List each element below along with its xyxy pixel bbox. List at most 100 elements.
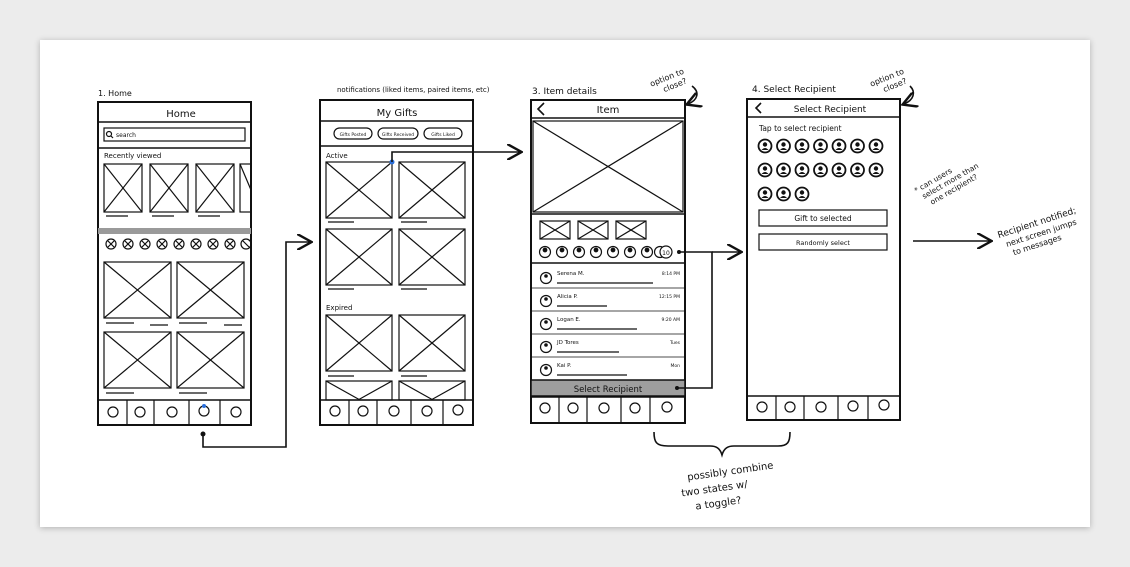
message-sender: Serena M. xyxy=(557,271,585,277)
combine-brace xyxy=(653,431,791,458)
recipient-avatar[interactable] xyxy=(757,162,773,178)
message-row[interactable]: JD Tores Tues xyxy=(531,340,685,358)
home-search-field[interactable]: search xyxy=(103,127,246,142)
home-caption: 1. Home xyxy=(98,89,132,98)
svg-text:possibly combine: possibly combine xyxy=(687,460,775,483)
active-gifts-grid[interactable] xyxy=(325,159,466,290)
home-screen: 1. Home Home search Recently viewed xyxy=(97,89,310,448)
more-users-count[interactable]: 10 xyxy=(662,250,670,257)
recipient-avatar[interactable] xyxy=(831,162,847,178)
message-sender: Logan E. xyxy=(557,317,581,323)
note-combine-states: possibly combine two states w/ a toggle? xyxy=(681,460,775,512)
message-time: 12:15 PM xyxy=(659,294,680,300)
message-time: Tues xyxy=(669,340,681,346)
filter-chip-received[interactable]: Gifts Received xyxy=(382,132,414,138)
recipient-back-icon[interactable] xyxy=(754,102,762,114)
expired-gifts-grid[interactable] xyxy=(325,314,466,401)
recipient-avatar[interactable] xyxy=(776,186,791,202)
recipient-avatar[interactable] xyxy=(776,138,791,154)
user-avatar-icon xyxy=(539,340,553,354)
item-tab-bar[interactable] xyxy=(531,396,685,423)
message-row[interactable]: Kai P. Mon xyxy=(531,363,685,381)
message-row[interactable]: Serena M. 8:14 PM xyxy=(531,271,685,289)
home-tab-bar[interactable] xyxy=(98,399,251,425)
section-divider xyxy=(98,228,251,234)
message-time: 9:20 AM xyxy=(662,317,681,323)
select-recipient-button[interactable]: Select Recipient xyxy=(530,379,686,397)
recipient-avatar[interactable] xyxy=(794,138,810,154)
gifts-title: My Gifts xyxy=(377,108,418,119)
active-section-label: Active xyxy=(326,152,348,160)
recipient-avatar[interactable] xyxy=(757,186,773,202)
message-sender: JD Tores xyxy=(556,340,579,346)
recipient-avatar[interactable] xyxy=(813,162,828,178)
item-back-icon[interactable] xyxy=(536,102,545,116)
randomly-select-button[interactable]: Randomly select xyxy=(758,233,888,251)
item-connector xyxy=(677,251,713,389)
home-phone-frame xyxy=(97,101,252,426)
recipient-avatar[interactable] xyxy=(831,138,847,154)
item-title: Item xyxy=(597,105,620,116)
recipient-avatar[interactable] xyxy=(850,138,865,154)
note-option-to-close-item: option to close? xyxy=(649,67,688,94)
select-recipient-label: Select Recipient xyxy=(574,385,643,395)
recently-viewed-carousel[interactable] xyxy=(103,163,252,217)
gift-filter-chips[interactable]: Gifts Posted Gifts Received Gifts Liked xyxy=(333,127,463,140)
note-option-to-close-recipient: option to close? xyxy=(869,67,908,94)
recipient-phone-frame xyxy=(746,98,901,421)
category-icon-row[interactable] xyxy=(105,238,252,250)
recipient-avatar[interactable] xyxy=(868,138,884,154)
filter-chip-liked[interactable]: Gifts Liked xyxy=(431,132,455,138)
home-to-gifts-arrow xyxy=(202,242,310,448)
recipient-avatar[interactable] xyxy=(813,138,828,154)
user-avatar-icon xyxy=(539,271,553,285)
filter-chip-posted[interactable]: Gifts Posted xyxy=(340,132,367,138)
message-row[interactable]: Logan E. 9:20 AM xyxy=(531,317,685,335)
recipient-instruction: Tap to select recipient xyxy=(758,124,842,133)
search-icon xyxy=(105,130,113,138)
user-avatar-icon xyxy=(539,317,553,331)
recipient-avatar[interactable] xyxy=(794,186,810,202)
message-row[interactable]: Alicia P. 12:15 PM xyxy=(531,294,685,312)
recipient-avatar[interactable] xyxy=(776,162,791,178)
item-screen: 3. Item details Item xyxy=(530,87,791,458)
home-title: Home xyxy=(166,109,196,120)
item-thumbnail-row[interactable] xyxy=(539,220,647,240)
recipient-avatar[interactable] xyxy=(868,162,884,178)
note-multi-select: * can users select more than one recipie… xyxy=(913,161,981,206)
recent-item-2 xyxy=(149,163,189,213)
expired-section-label: Expired xyxy=(326,304,352,312)
message-list[interactable]: Serena M. 8:14 PM Alicia P. 12:15 PM Logan E… xyxy=(531,271,685,381)
gifts-tab-bar[interactable] xyxy=(320,399,473,425)
recent-item-1 xyxy=(103,163,143,213)
message-time: Mon xyxy=(671,363,681,369)
recipient-tab-bar[interactable] xyxy=(747,395,900,420)
gifts-to-item-arrow xyxy=(391,152,520,162)
gifts-caption: notifications (liked items, paired items… xyxy=(337,86,490,94)
message-time: 8:14 PM xyxy=(662,271,680,277)
note-recipient-notified: Recipient notified; next screen jumps to… xyxy=(997,206,1078,257)
interested-users-row[interactable]: 10 xyxy=(538,245,682,259)
recipient-avatar-grid[interactable] xyxy=(757,138,884,202)
recipient-title: Select Recipient xyxy=(794,105,867,115)
user-avatar-icon xyxy=(539,294,553,308)
recent-item-3 xyxy=(195,163,235,213)
gifts-phone-frame xyxy=(319,99,474,426)
recent-item-4 xyxy=(239,163,252,213)
recipient-avatar[interactable] xyxy=(757,138,773,154)
home-feed-grid[interactable] xyxy=(103,261,245,394)
item-caption: 3. Item details xyxy=(532,87,597,97)
gift-to-selected-button[interactable]: Gift to selected xyxy=(758,209,888,227)
item-phone-frame xyxy=(530,99,686,424)
recipient-screen: 4. Select Recipient Select Recipient Tap… xyxy=(746,85,990,421)
recently-viewed-label: Recently viewed xyxy=(104,152,161,160)
item-hero-image xyxy=(532,120,684,213)
gifts-screen: notifications (liked items, paired items… xyxy=(319,86,520,426)
recipient-avatar[interactable] xyxy=(794,162,810,178)
recipient-avatar[interactable] xyxy=(850,162,865,178)
message-sender: Alicia P. xyxy=(557,294,578,300)
message-sender: Kai P. xyxy=(557,363,572,369)
gift-to-selected-label: Gift to selected xyxy=(794,214,852,223)
recipient-caption: 4. Select Recipient xyxy=(752,85,836,95)
